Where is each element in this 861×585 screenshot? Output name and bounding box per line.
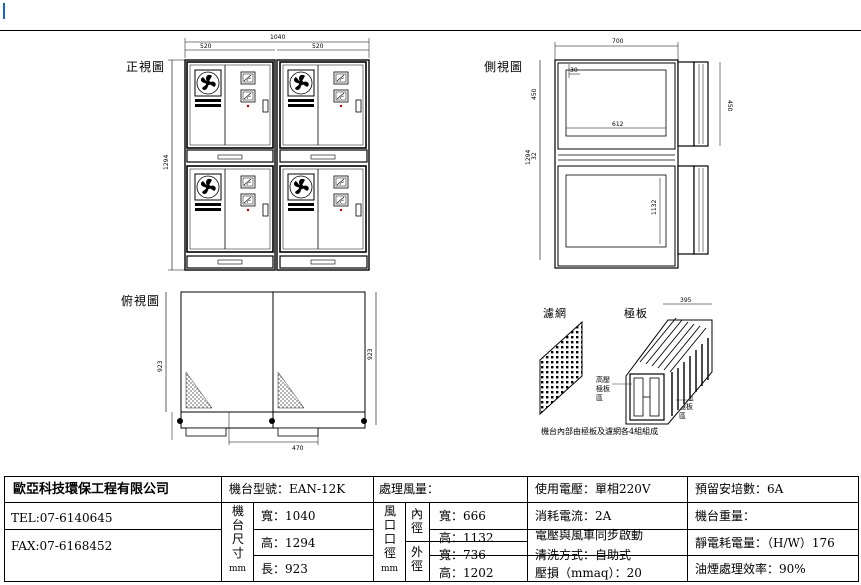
- svg-text:923: 923: [157, 360, 164, 372]
- machine-weight: 機台重量：: [695, 509, 756, 523]
- svg-text:520: 520: [200, 43, 212, 50]
- col-line-3: [373, 477, 374, 581]
- svg-text:520: 520: [312, 43, 324, 50]
- side-view-label: 側視圖: [484, 60, 524, 74]
- size-unit: mm: [229, 564, 247, 574]
- row-line-2: [5, 529, 221, 530]
- inner-diameter-label: 內徑: [410, 507, 423, 535]
- top-view: 923 923 470: [157, 291, 377, 452]
- front-view-label: 正視圖: [126, 60, 166, 74]
- col-line-4: [405, 502, 406, 581]
- svg-text:30: 30: [570, 67, 578, 74]
- svg-text:32: 32: [531, 152, 538, 160]
- machine-height: 高：1294: [261, 536, 316, 550]
- svg-text:470: 470: [292, 445, 304, 452]
- static-power: 靜電耗電量：（H/W）176: [695, 536, 835, 550]
- drawing-sheet: 1040 520 520 1294 700 450 32 12: [157, 34, 733, 452]
- port-label: 風口口徑: [383, 504, 396, 560]
- svg-text:1294: 1294: [525, 150, 532, 165]
- side-view: 700 450 32 1294 612 30 1132 450: [525, 38, 733, 269]
- outer-diameter-label: 外徑: [410, 545, 423, 573]
- row-line-11: [687, 555, 858, 556]
- filter-drawing: [539, 320, 583, 416]
- row-line-5: [429, 529, 527, 530]
- col-line-5: [429, 502, 430, 581]
- inner-height: 高：1132: [439, 531, 494, 545]
- front-view: 1040 520 520 1294: [163, 34, 370, 271]
- svg-text:395: 395: [680, 297, 692, 304]
- row-line-1: [5, 502, 858, 503]
- col-line-1: [221, 477, 222, 581]
- svg-text:612: 612: [612, 121, 624, 128]
- corner-mark: [3, 3, 5, 19]
- assembly-note: 機台內部由極板及濾網各4組組成: [541, 427, 659, 436]
- pressure-loss: 壓損（mmaq）：20: [535, 566, 642, 580]
- row-line-7: [429, 555, 527, 556]
- hv-plate-label: 高壓極板區: [596, 376, 610, 402]
- col-line-2: [253, 502, 254, 581]
- airflow-label: 處理風量：: [379, 482, 440, 496]
- svg-text:1040: 1040: [270, 34, 285, 41]
- svg-text:923: 923: [367, 348, 374, 360]
- model-number: 機台型號：EAN-12K: [229, 482, 346, 496]
- supply-voltage: 使用電壓：單相220V: [535, 482, 651, 496]
- size-label: 機台尺寸: [231, 504, 244, 560]
- cleaning-method: 清洗方式：自助式: [535, 548, 632, 562]
- plate-drawing: 395: [612, 297, 713, 425]
- fax-number: FAX:07-6168452: [11, 539, 113, 553]
- svg-text:1132: 1132: [651, 200, 658, 215]
- top-view-label: 俯視圖: [121, 294, 161, 308]
- outer-width: 寬：736: [439, 548, 486, 562]
- spec-table: 歐亞科技環保工程有限公司 機台型號：EAN-12K 處理風量： 使用電壓：單相2…: [4, 476, 859, 582]
- phone-number: TEL:07-6140645: [11, 511, 113, 525]
- row-line-4: [253, 555, 373, 556]
- filter-label: 濾網: [543, 307, 567, 320]
- port-unit: mm: [381, 564, 399, 574]
- row-line-8: [527, 529, 687, 530]
- outer-height: 高：1202: [439, 566, 494, 580]
- row-line-3: [253, 529, 373, 530]
- col-line-7: [687, 477, 688, 581]
- svg-text:700: 700: [612, 38, 624, 45]
- row-line-6: [405, 541, 527, 542]
- sync-start: 電壓與風車同步啟動: [535, 528, 644, 542]
- svg-text:450: 450: [726, 100, 733, 112]
- svg-text:450: 450: [531, 88, 538, 100]
- machine-length: 長：923: [261, 562, 308, 576]
- row-line-9: [527, 555, 687, 556]
- reserved-amperage: 預留安培數：6A: [695, 482, 784, 496]
- row-line-10: [687, 529, 858, 530]
- plate-label: 極板: [624, 307, 648, 320]
- inner-width: 寬：666: [439, 509, 486, 523]
- machine-width: 寬：1040: [261, 509, 316, 523]
- sheet-top-line: [0, 30, 861, 31]
- svg-text:1294: 1294: [163, 155, 170, 170]
- current-draw: 消耗電流：2A: [535, 509, 612, 523]
- col-line-6: [527, 477, 528, 581]
- fume-efficiency: 油煙處理效率：90%: [695, 562, 806, 576]
- company-name: 歐亞科技環保工程有限公司: [13, 482, 170, 497]
